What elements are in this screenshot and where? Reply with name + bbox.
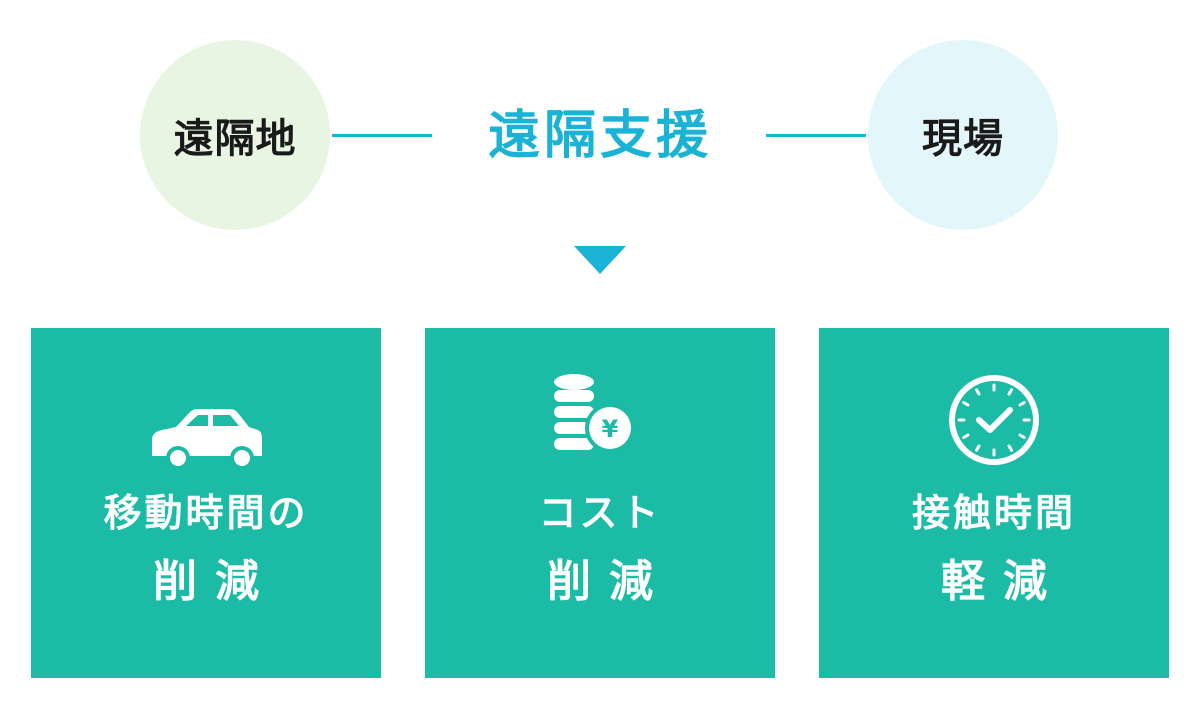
benefit-card-contact-time: 接触時間 軽減 <box>819 328 1169 678</box>
remote-location-label: 遠隔地 <box>173 116 297 162</box>
onsite-label: 現場 <box>922 116 1004 162</box>
clock-tick <box>975 444 981 452</box>
car-icon <box>152 409 262 470</box>
remote-support-title: 遠隔支援 <box>487 106 712 166</box>
clock-tick <box>1018 401 1026 407</box>
clock-tick <box>1018 433 1026 439</box>
clock-tick <box>962 401 970 407</box>
card-title-line1: 接触時間 <box>911 491 1076 535</box>
benefit-card-travel-time: 移動時間の 削減 <box>31 328 381 678</box>
card-title-line1: コスト <box>538 491 662 535</box>
card-title-line2: 削減 <box>153 556 277 607</box>
benefit-card-cost: ¥ コスト 削減 <box>425 328 775 678</box>
remote-location-circle: 遠隔地 <box>140 40 330 230</box>
right-connector-line <box>766 134 866 137</box>
clock-tick <box>975 388 981 396</box>
yen-symbol: ¥ <box>602 415 619 443</box>
card-title-line2: 削減 <box>547 556 671 607</box>
clock-icon <box>949 375 1039 465</box>
onsite-circle: 現場 <box>868 40 1058 230</box>
left-connector-line <box>332 134 432 137</box>
clock-tick <box>1007 444 1013 452</box>
card-title-line2: 軽減 <box>941 556 1065 607</box>
coins-yen-icon: ¥ <box>554 374 635 453</box>
card-title-line1: 移動時間の <box>103 491 309 535</box>
clock-tick <box>962 433 970 439</box>
down-arrow-icon <box>574 246 626 274</box>
clock-tick <box>1007 388 1013 396</box>
